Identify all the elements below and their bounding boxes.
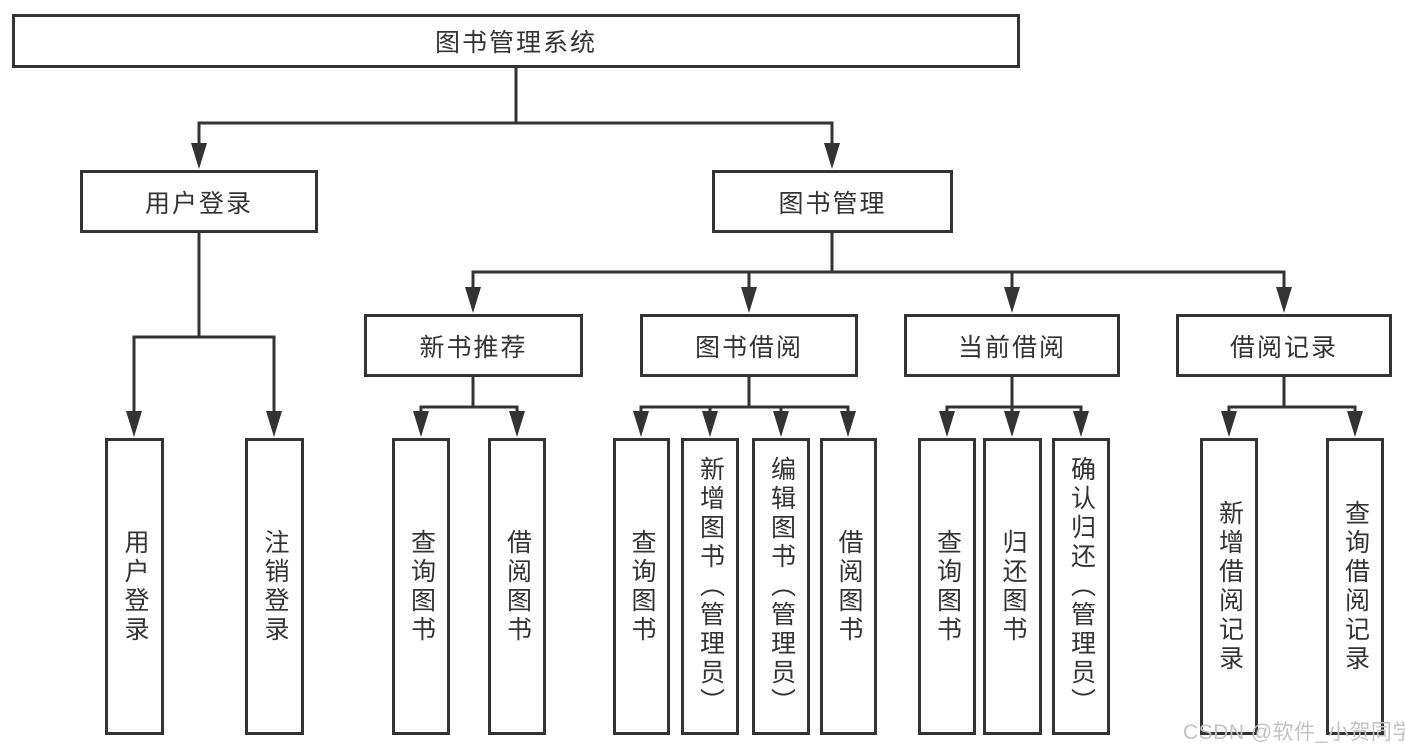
leaf-br-add-record-label: 新增借阅记录 — [1215, 499, 1244, 674]
node-library-system: 图书管理系统 — [12, 14, 1020, 68]
node-current-borrowing: 当前借阅 — [904, 314, 1120, 377]
node-user-login: 用户登录 — [80, 170, 318, 233]
leaf-bb-borrow-books-label: 借阅图书 — [835, 528, 863, 645]
leaf-bb-add-books-admin-label: 新增图书（管理员） — [696, 456, 725, 717]
leaf-bb-add-books-admin: 新增图书（管理员） — [681, 438, 739, 735]
connector-root-to-level2 — [197, 66, 834, 146]
leaf-cb-return-books: 归还图书 — [983, 438, 1042, 735]
leaf-bb-edit-books-admin: 编辑图书（管理员） — [752, 438, 810, 735]
leaf-bb-query-books: 查询图书 — [613, 438, 670, 735]
leaf-br-add-record: 新增借阅记录 — [1200, 438, 1258, 735]
leaf-br-query-record-label: 查询借阅记录 — [1341, 499, 1370, 674]
node-borrowing-records: 借阅记录 — [1176, 314, 1392, 377]
csdn-watermark: CSDN @软件_小贺同学 — [1183, 721, 1405, 744]
leaf-user-login: 用户登录 — [105, 438, 164, 735]
leaf-nbr-query-books: 查询图书 — [392, 438, 450, 735]
leaf-logout-label: 注销登录 — [261, 528, 289, 645]
connector-user-login-to-leaves — [132, 231, 276, 415]
leaf-user-login-label: 用户登录 — [121, 528, 149, 645]
connector-book-borrowing-to-leaves — [639, 375, 850, 416]
node-book-borrowing: 图书借阅 — [640, 314, 858, 377]
leaf-nbr-borrow-books-label: 借阅图书 — [503, 528, 532, 645]
leaf-bb-edit-books-admin-label: 编辑图书（管理员） — [767, 456, 796, 717]
node-new-book-recommendation: 新书推荐 — [364, 314, 583, 377]
node-book-management: 图书管理 — [712, 170, 953, 233]
leaf-nbr-borrow-books: 借阅图书 — [488, 438, 546, 735]
connector-borrowing-records-to-leaves — [1227, 375, 1357, 416]
leaf-cb-query-books-label: 查询图书 — [933, 528, 962, 645]
leaf-bb-query-books-label: 查询图书 — [628, 528, 656, 645]
connector-new-book-recommendation-to-leaves — [419, 375, 519, 416]
leaf-cb-query-books: 查询图书 — [918, 438, 976, 735]
leaf-cb-confirm-return-admin-label: 确认归还（管理员） — [1067, 456, 1096, 717]
leaf-cb-return-books-label: 归还图书 — [999, 528, 1027, 645]
leaf-cb-confirm-return-admin: 确认归还（管理员） — [1052, 438, 1110, 735]
connector-book-management-to-level3 — [471, 231, 1286, 291]
leaf-nbr-query-books-label: 查询图书 — [407, 528, 436, 645]
leaf-br-query-record: 查询借阅记录 — [1326, 438, 1384, 735]
leaf-bb-borrow-books: 借阅图书 — [820, 438, 877, 735]
connector-current-borrowing-to-leaves — [945, 375, 1083, 416]
leaf-logout: 注销登录 — [245, 438, 304, 735]
